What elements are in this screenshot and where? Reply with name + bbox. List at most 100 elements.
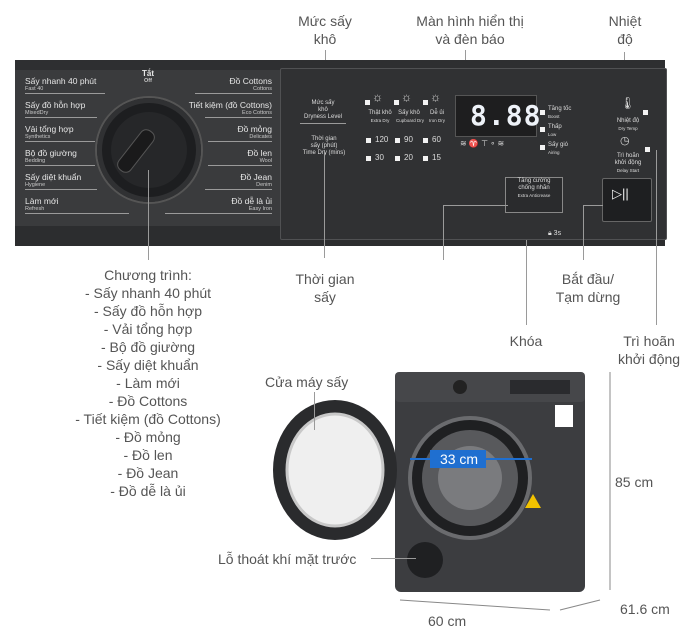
width-label: 60 cm xyxy=(428,613,467,629)
dry-icon-sun-2: ☼ xyxy=(401,90,412,104)
time-60-indicator xyxy=(423,138,428,143)
dry-icon-sun-1: ☼ xyxy=(372,90,383,104)
callout-dryness-level: Mức sấy khô xyxy=(298,13,352,47)
program-knob[interactable] xyxy=(97,98,201,202)
tick-left-0 xyxy=(25,93,105,94)
tick-right-0 xyxy=(195,93,272,94)
program-list-item: - Đồ Jean xyxy=(117,465,179,481)
knob-inner xyxy=(111,112,187,188)
time-90-indicator xyxy=(395,138,400,143)
tick-dryness xyxy=(300,123,346,124)
low-indicator xyxy=(540,127,545,132)
boost-indicator xyxy=(540,110,545,115)
time-15: 15 xyxy=(432,153,441,162)
program-list: - Sấy nhanh 40 phút - Sấy đồ hỗn hợp - Vải… xyxy=(43,284,253,500)
callout-delay-start: Trì hoãn khởi động xyxy=(617,333,681,367)
delay-indicator xyxy=(645,147,650,152)
depth-dim-line xyxy=(559,599,601,611)
callout-start-pause: Bắt đầu/ Tạm dừng xyxy=(555,271,621,305)
tick-left-3 xyxy=(25,165,95,166)
door-glass xyxy=(285,412,385,528)
delay-clock-icon: ◷ xyxy=(620,135,630,147)
program-list-item: - Vải tổng hợp xyxy=(103,321,193,337)
callout-door: Cửa máy sấy xyxy=(265,374,349,390)
tick-left-2 xyxy=(25,141,95,142)
dry-iron-indicator xyxy=(423,100,428,105)
display-screen xyxy=(455,95,537,137)
leader-anticrease-h xyxy=(443,205,508,206)
front-vent xyxy=(407,542,443,578)
drum-width-label: 33 cm xyxy=(439,451,479,467)
leader-lock xyxy=(526,240,527,325)
width-dim-line xyxy=(399,599,551,611)
leader-start-h xyxy=(583,205,603,206)
time-120-indicator xyxy=(366,138,371,143)
program-list-item: - Tiết kiệm (đồ Cottons) xyxy=(75,411,221,427)
tick-right-3 xyxy=(208,165,272,166)
depth-label: 61.6 cm xyxy=(620,601,670,617)
time-120: 120 xyxy=(375,135,389,144)
dry-extra-indicator xyxy=(365,100,370,105)
start-pause-icon: ▷|| xyxy=(612,186,629,201)
tick-right-2 xyxy=(208,141,272,142)
leader-time xyxy=(324,150,325,258)
leader-start xyxy=(583,205,584,260)
lock-hint: 🔒︎ 3s xyxy=(548,230,562,237)
machine-top-panel xyxy=(395,372,585,402)
program-list-item: - Sấy đồ hỗn hợp xyxy=(93,303,203,319)
program-list-item: - Làm mới xyxy=(116,375,180,391)
dry-cupboard-indicator xyxy=(394,100,399,105)
callout-program-title: Chương trình: xyxy=(104,267,192,283)
machine-display xyxy=(510,380,570,394)
program-list-item: - Sấy diệt khuẩn xyxy=(97,357,199,373)
energy-sticker xyxy=(555,405,573,427)
machine-knob xyxy=(453,380,467,394)
time-15-indicator xyxy=(423,156,428,161)
start-pause-button[interactable] xyxy=(602,178,652,222)
warning-label xyxy=(525,494,541,508)
dryness-level-label: Mức sấy khô Dryness Level xyxy=(303,100,342,120)
leader-anticrease xyxy=(443,205,444,260)
leader-vent xyxy=(371,558,416,559)
program-list-item: - Sấy nhanh 40 phút xyxy=(84,285,212,301)
program-list-item: - Đồ dễ là ủi xyxy=(110,483,186,499)
time-20: 20 xyxy=(404,153,413,162)
temp-indicator xyxy=(643,110,648,115)
tick-right-5 xyxy=(165,213,272,214)
display-digits: 8.88 xyxy=(470,99,542,132)
leader-door xyxy=(314,392,315,430)
time-dry-label: Thời gian sấy (phút) Time Dry (mins) xyxy=(302,136,346,156)
time-30-indicator xyxy=(366,156,371,161)
time-60: 60 xyxy=(432,135,441,144)
callout-display: Màn hình hiển thị và đèn báo xyxy=(416,13,524,47)
time-90: 90 xyxy=(404,135,413,144)
panel-top-strip xyxy=(15,60,665,70)
program-list-item: - Đồ mỏng xyxy=(115,429,181,445)
callout-drying-time: Thời gian sấy xyxy=(295,271,355,305)
time-30: 30 xyxy=(375,153,384,162)
tick-right-1 xyxy=(205,117,272,118)
airing-indicator xyxy=(540,145,545,150)
dry-icon-sun-3: ☼ xyxy=(430,90,441,104)
tick-left-1 xyxy=(25,117,97,118)
program-list-item: - Đồ len xyxy=(123,447,173,463)
leader-program xyxy=(148,170,149,260)
callout-vent: Lỗ thoát khí mặt trước xyxy=(218,551,357,567)
